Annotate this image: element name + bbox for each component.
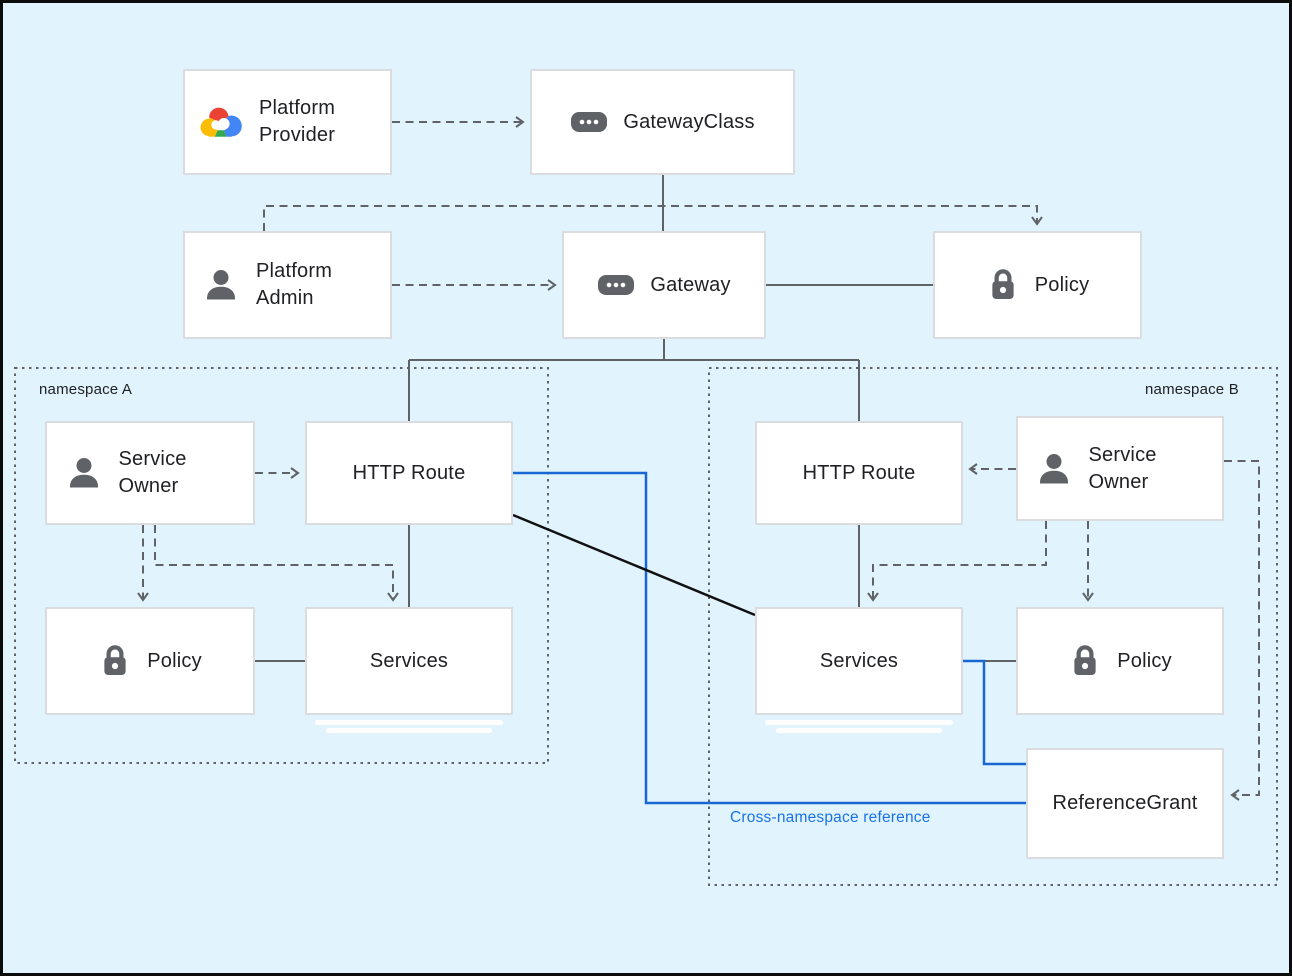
node-policy-a: Policy: [45, 607, 255, 715]
person-icon: [64, 453, 104, 493]
services-a-stack-layer: [326, 728, 492, 733]
lock-icon: [986, 267, 1020, 304]
node-gateway-class: GatewayClass: [530, 69, 795, 175]
node-label: ReferenceGrant: [1052, 792, 1198, 814]
node-label: Policy: [1034, 273, 1090, 296]
node-label: GatewayClass: [623, 110, 755, 133]
node-label: Services: [819, 649, 899, 672]
node-label: HTTP Route: [802, 461, 916, 484]
node-label: Services: [369, 649, 449, 672]
node-policy-top: Policy: [933, 231, 1142, 339]
person-icon: [201, 265, 241, 305]
node-label: Platform Admin: [256, 260, 333, 309]
node-service-owner-b: Service Owner: [1016, 416, 1224, 521]
node-http-route-b: HTTP Route: [755, 421, 963, 525]
namespace-a-label: namespace A: [39, 381, 133, 398]
node-service-owner-a: Service Owner: [45, 421, 255, 525]
node-gateway: Gateway: [562, 231, 766, 339]
node-label: Platform Provider: [259, 97, 336, 146]
node-services-a: Services: [305, 607, 513, 715]
node-services-b: Services: [755, 607, 963, 715]
node-label: Policy: [1117, 649, 1172, 672]
namespace-b-label: namespace B: [1145, 381, 1239, 398]
node-label: Gateway: [650, 273, 731, 296]
node-reference-grant: ReferenceGrant: [1026, 748, 1224, 859]
person-icon: [1034, 449, 1074, 489]
google-cloud-icon: [198, 103, 244, 141]
node-label: Policy: [147, 649, 202, 672]
diagonal-connector: [512, 513, 756, 617]
node-policy-b: Policy: [1016, 607, 1224, 715]
resource-chip-icon: [570, 110, 608, 134]
services-b-stack-layer: [776, 728, 942, 733]
cross-namespace-reference-label: Cross-namespace reference: [730, 809, 931, 826]
node-label: HTTP Route: [352, 461, 466, 484]
services-a-stack-layer: [315, 720, 503, 725]
node-http-route-a: HTTP Route: [305, 421, 513, 525]
lock-icon: [98, 643, 132, 680]
node-platform-provider: Platform Provider: [183, 69, 392, 175]
lock-icon: [1068, 643, 1102, 680]
node-label: Service Owner: [118, 448, 187, 497]
node-platform-admin: Platform Admin: [183, 231, 392, 339]
node-label: Service Owner: [1088, 443, 1157, 493]
services-b-stack-layer: [765, 720, 953, 725]
resource-chip-icon: [597, 273, 635, 297]
